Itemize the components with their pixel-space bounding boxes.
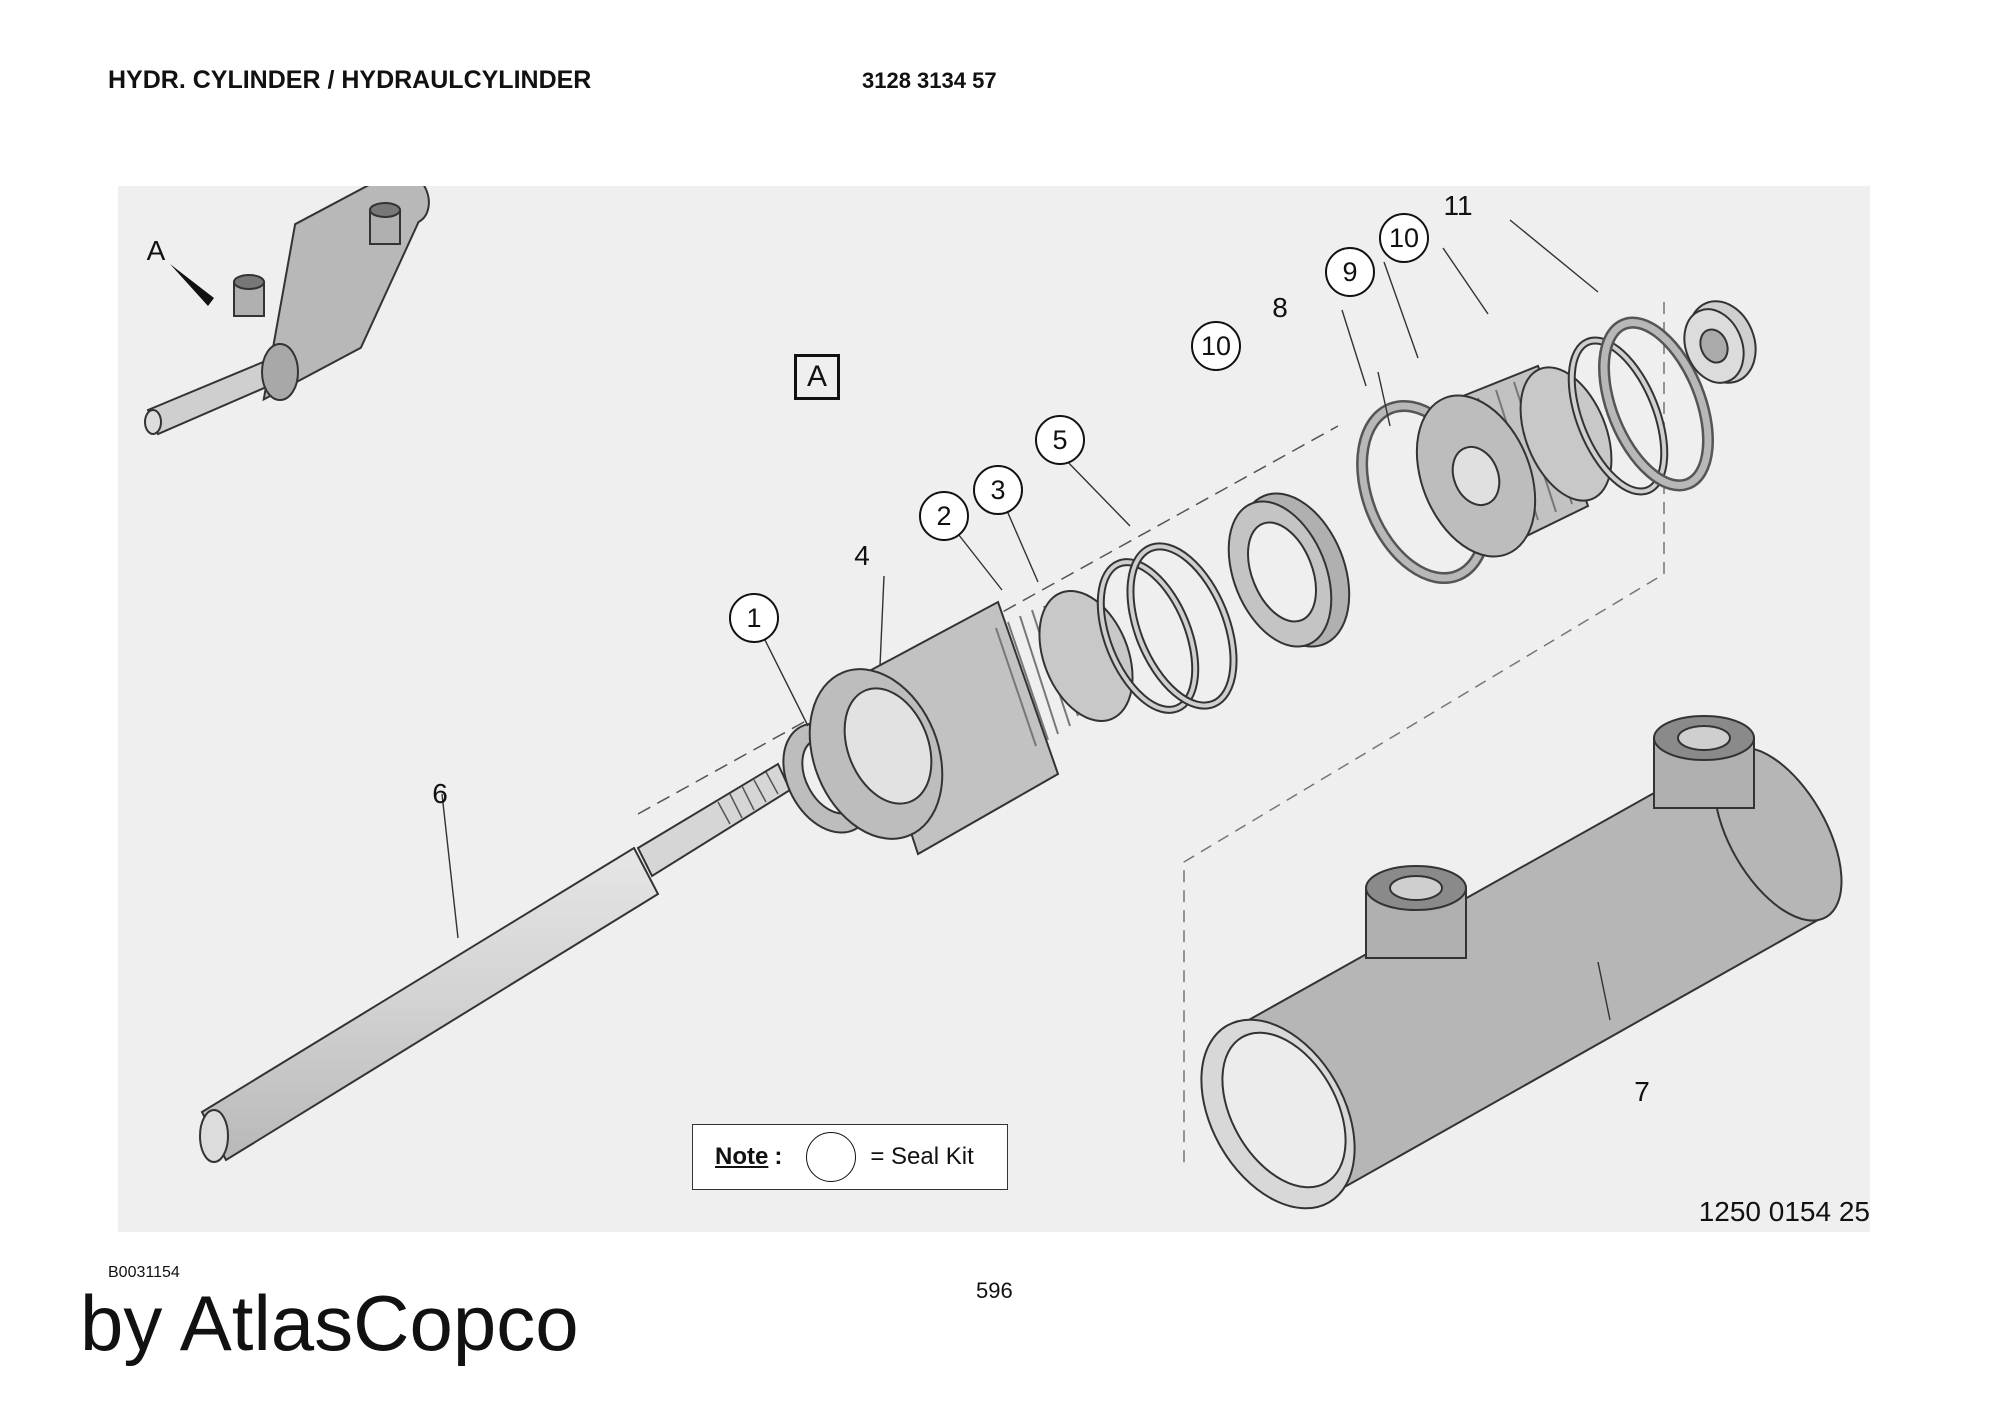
- document-code: B0031154: [108, 1264, 180, 1281]
- overview-cylinder: [144, 186, 430, 436]
- callout-9: 9: [1325, 247, 1375, 297]
- note-colon: :: [774, 1143, 783, 1170]
- note-text: = Seal Kit: [870, 1143, 974, 1170]
- view-a-arrow-label: A: [146, 235, 166, 266]
- callout-2: 2: [919, 491, 969, 541]
- part-number: 3128 3134 57: [862, 68, 997, 93]
- drawing-number: 1250 0154 25: [1698, 1196, 1870, 1227]
- part-11-nut: [1683, 300, 1757, 384]
- callout-4: 4: [854, 540, 870, 571]
- part-5-seal: [1227, 492, 1351, 648]
- callout-7: 7: [1634, 1076, 1650, 1107]
- page-title: HYDR. CYLINDER / HYDRAULCYLINDER: [108, 66, 592, 94]
- part-6-piston-rod: [199, 762, 792, 1163]
- note-label: Note: [715, 1143, 769, 1170]
- callout-10-right: 10: [1379, 213, 1429, 263]
- part-8-piston: [1415, 364, 1613, 558]
- part-4-cylinder-head: [808, 590, 1134, 856]
- callout-10-left: 10: [1191, 321, 1241, 371]
- part-9-10-rings: [1567, 316, 1714, 496]
- view-a-box: A: [794, 354, 840, 400]
- part-7-cylinder-barrel: [1200, 715, 1843, 1210]
- exploded-diagram: A A 1 2 3 4 5 6 7 8 9 10 10 11 Note : = …: [118, 186, 1870, 1232]
- callout-6: 6: [432, 778, 448, 809]
- callout-1: 1: [729, 593, 779, 643]
- page-number: 596: [976, 1278, 1013, 1303]
- callout-8: 8: [1272, 292, 1288, 323]
- part-2-3-o-rings: [1096, 542, 1238, 714]
- callout-5: 5: [1035, 415, 1085, 465]
- diagram-drawing: [144, 186, 1843, 1210]
- brand-watermark: by AtlasCopco: [80, 1279, 579, 1367]
- callout-11: 11: [1443, 190, 1473, 221]
- callout-3: 3: [973, 465, 1023, 515]
- seal-kit-symbol: [806, 1132, 857, 1182]
- note-box: Note : = Seal Kit: [692, 1124, 1008, 1190]
